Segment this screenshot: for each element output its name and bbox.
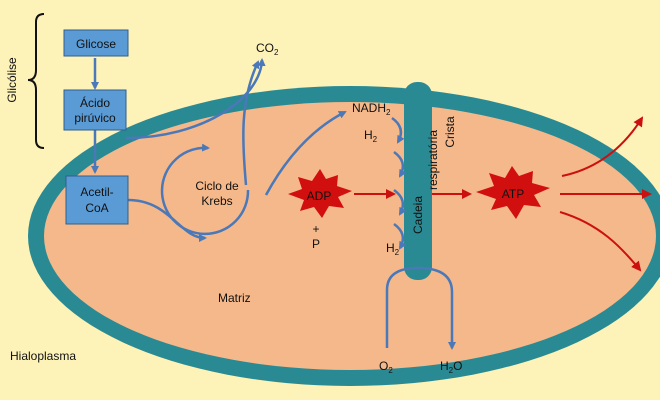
acido-label-line2: pirúvico — [74, 111, 116, 125]
adp-star — [288, 169, 352, 218]
phosphate-label: P — [312, 237, 320, 251]
carrier-arc-2 — [393, 150, 407, 178]
acetil-coa-box — [65, 175, 129, 225]
arrow-atp-out-down — [559, 211, 642, 272]
arrow-atp-out-up — [561, 116, 644, 177]
acido-piruvico-box — [63, 89, 127, 131]
respiratoria-label: respiratória — [426, 130, 440, 190]
glycolysis-bracket — [27, 13, 45, 149]
arrow-acido-to-co2 — [125, 58, 266, 140]
crista-label: Crista — [443, 116, 457, 148]
cadeia-label: Cadeia — [411, 196, 425, 234]
acetil-label-line1: Acetil- — [80, 185, 113, 199]
hialoplasma-label: Hialoplasma — [10, 349, 76, 363]
glycolysis-label: Glicólise — [5, 57, 19, 103]
carrier-arc-1 — [391, 116, 405, 144]
atp-label: ATP — [502, 187, 524, 201]
carrier-arc-4 — [393, 222, 407, 250]
acetil-label-line2: CoA — [85, 201, 108, 215]
glicose-label: Glicose — [76, 37, 116, 51]
adp-label: ADP — [307, 189, 332, 203]
plus-sign: + — [312, 222, 319, 236]
o2-label: O2 — [379, 359, 393, 375]
acido-label-line1: Ácido — [80, 95, 110, 110]
matrix — [44, 102, 656, 370]
flow-arrows — [91, 58, 456, 350]
krebs-label-line1: Ciclo de — [195, 179, 239, 193]
h2-top-label: H2 — [364, 128, 378, 144]
glicose-box — [63, 29, 129, 57]
co2-label: CO2 — [256, 41, 279, 57]
arrow-krebs-to-nadh — [264, 110, 347, 196]
energy-arrows — [354, 116, 652, 272]
matriz-label: Matriz — [218, 291, 251, 305]
atp-star — [476, 166, 550, 219]
carrier-arc-3 — [393, 188, 407, 216]
nadh2-label: NADH2 — [352, 101, 391, 117]
arrow-o2-to-h2o — [385, 266, 456, 350]
h2o-label: H2O — [440, 359, 462, 375]
h2-bottom-label: H2 — [386, 241, 400, 257]
arrow-krebs-to-co2 — [242, 60, 260, 186]
crista — [404, 82, 432, 280]
krebs-cycle-ring — [160, 143, 250, 236]
krebs-label-line2: Krebs — [201, 194, 232, 208]
